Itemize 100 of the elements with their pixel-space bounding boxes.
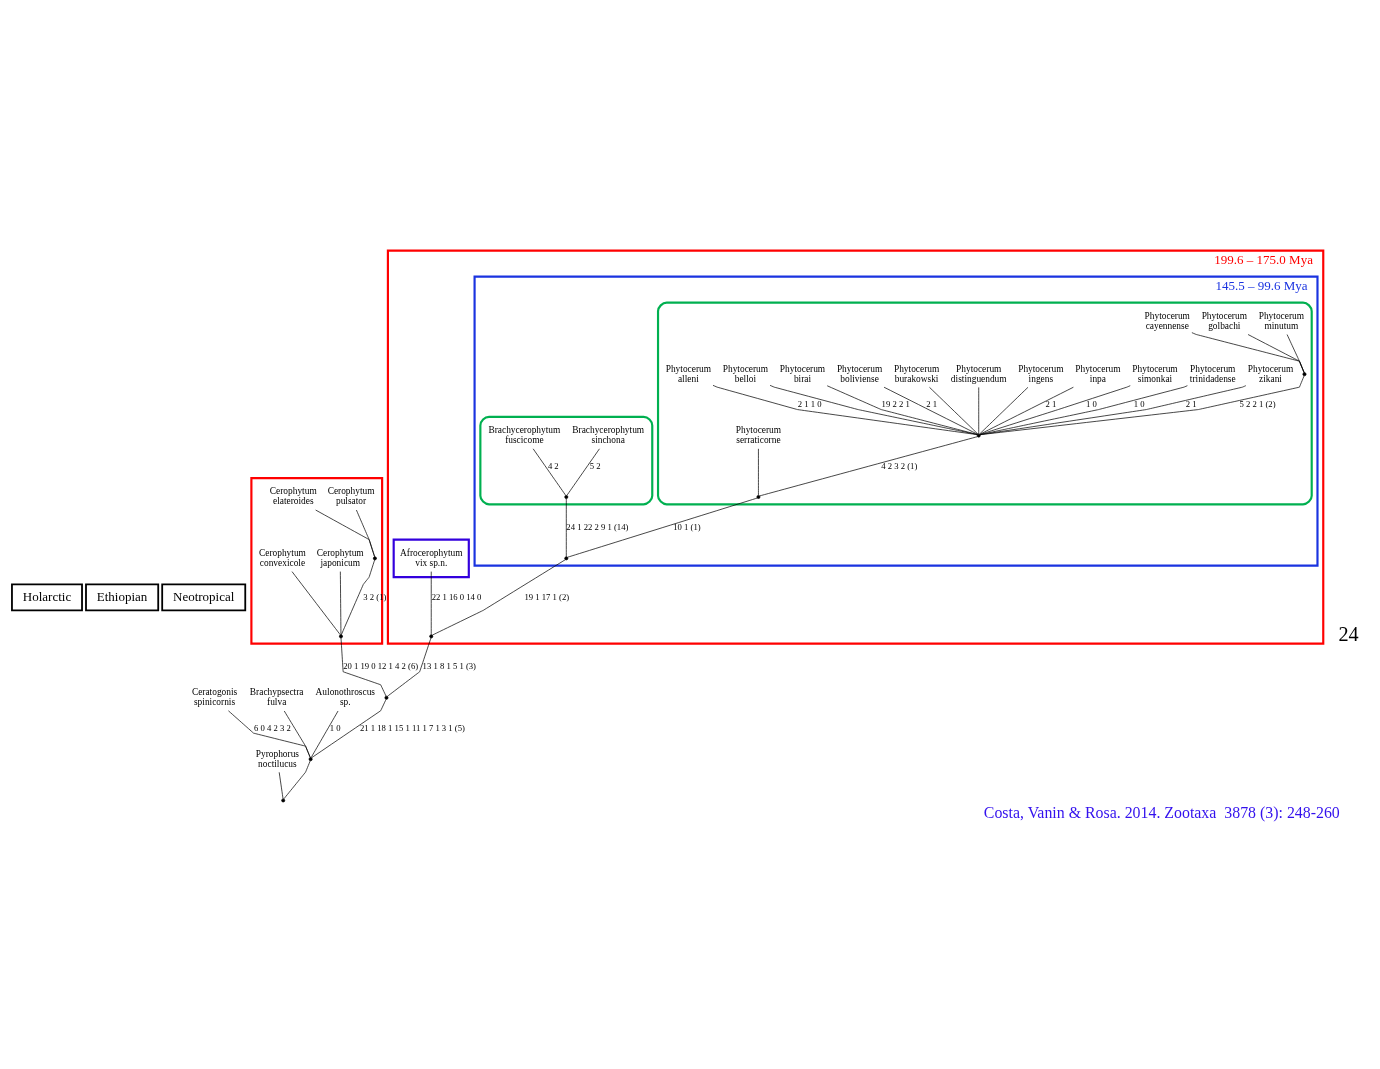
- edge-label: 2 1: [1045, 398, 1057, 409]
- node-point: [756, 494, 761, 499]
- cluster: [250, 476, 384, 645]
- node-text: Phytocerum inpa: [1075, 363, 1121, 384]
- node-text: Phytocerum alleni: [665, 363, 712, 384]
- node-point: [384, 695, 389, 700]
- node-text: Phytocerum golbachi: [1201, 310, 1247, 331]
- caption: Costa, Vanin & Rosa. 2014. Zootaxa 3878 (3): 248-260: [983, 803, 1340, 821]
- connector: [929, 386, 979, 435]
- connector: [979, 374, 1305, 435]
- node-point: [564, 555, 569, 560]
- node-text: Phytocerum belloi: [722, 363, 769, 384]
- node-text: Phytocerum cayennense: [1144, 310, 1190, 331]
- node-text: Pyrophorus noctilucus: [255, 748, 300, 769]
- node-point: [281, 798, 286, 802]
- connector: [340, 570, 342, 635]
- edge-label: 5 2 2 1 (2): [1239, 398, 1276, 409]
- connector: [979, 386, 1029, 435]
- node-text: Brachypsectra fulva: [249, 686, 304, 707]
- connector: [978, 386, 980, 434]
- node-point: [976, 433, 981, 437]
- connector: [228, 709, 311, 758]
- connector: [283, 759, 311, 799]
- connector: [759, 435, 978, 496]
- edge-label: 2 1: [926, 398, 938, 409]
- connector: [356, 509, 375, 557]
- node-point: [339, 633, 343, 638]
- node-box: Ethiopian: [85, 582, 160, 611]
- node-text: Cerophytum japonicum: [316, 547, 364, 568]
- node-point: [373, 555, 377, 560]
- node-text: Brachycerophytum sinchona: [572, 424, 645, 445]
- node-text: Afrocerophytum vix sp.n.: [400, 547, 463, 568]
- connector: [979, 384, 1188, 435]
- connector: [431, 558, 566, 635]
- cluster: [479, 415, 654, 505]
- edge-label: 19 2 2 1: [881, 398, 910, 409]
- edge-label: 5 2: [589, 460, 601, 471]
- connector: [283, 710, 311, 758]
- node-text: Phytocerum boliviense: [836, 363, 883, 384]
- connector: [532, 447, 567, 496]
- connector: [315, 509, 375, 557]
- node-point: [1302, 371, 1307, 376]
- connector: [769, 384, 978, 435]
- connector: [291, 570, 341, 635]
- node-text: Cerophytum elateroides: [269, 485, 317, 506]
- node-text: Phytocerum minutum: [1258, 310, 1305, 331]
- connector: [826, 384, 978, 435]
- connector: [386, 637, 432, 697]
- node-box: Holarctic: [11, 582, 83, 611]
- edge-label: 2 1: [1185, 398, 1197, 409]
- connector: [1191, 331, 1305, 373]
- node-text: Phytocerum burakowski: [893, 363, 940, 384]
- connector: [1247, 333, 1305, 373]
- connector: [758, 447, 759, 496]
- connector: [430, 570, 432, 635]
- node-text: Phytocerum distinguendum: [950, 363, 1007, 384]
- cluster: [392, 538, 470, 578]
- node-text: Ceratogonis spinicornis: [191, 686, 238, 707]
- node-text: Cerophytum pulsator: [327, 485, 375, 506]
- connector: [1286, 333, 1305, 373]
- edge-label: 1 0: [1133, 398, 1145, 409]
- cluster: [656, 301, 1313, 505]
- node-point: [429, 633, 434, 638]
- node-text: Brachycerophytum fuscicome: [488, 424, 561, 445]
- node-label: 145.5 – 99.6 Mya: [1215, 277, 1308, 293]
- edge-label: 21 1 18 1 15 1 11 1 7 1 3 1 (5): [359, 722, 465, 733]
- connector: [883, 386, 979, 435]
- node-point: [564, 494, 569, 499]
- connector: [565, 497, 567, 557]
- connector: [566, 447, 600, 496]
- node-text: Phytocerum serraticorne: [735, 424, 782, 445]
- connector: [341, 559, 375, 635]
- node-text: Phytocerum birai: [779, 363, 826, 384]
- node-point: [308, 756, 313, 761]
- node-text: Phytocerum zikani: [1247, 363, 1294, 384]
- edge-label: 13 1 8 1 5 1 (3): [422, 660, 476, 671]
- edge-label: 20 1 19 0 12 1 4 2 (6): [343, 660, 419, 671]
- connector: [310, 710, 339, 758]
- connector: [712, 384, 978, 435]
- edge-label: 19 1 17 1 (2): [524, 591, 570, 602]
- connector: [340, 637, 387, 697]
- edge-label: 4 2: [547, 460, 559, 471]
- edge-label: 22 1 16 0 14 0: [431, 591, 482, 602]
- label: 24: [1338, 622, 1359, 645]
- node-text: Phytocerum ingens: [1018, 363, 1064, 384]
- edge-label: 4 2 3 2 (1): [881, 460, 918, 471]
- cluster: [473, 275, 1319, 567]
- edge-label: 10 1 (1): [673, 521, 701, 532]
- node-box: Neotropical: [161, 582, 247, 611]
- node-text: Phytocerum simonkai: [1132, 363, 1178, 384]
- connector: [311, 698, 387, 758]
- edge-label: 1 0: [1085, 398, 1097, 409]
- connector: [979, 384, 1131, 435]
- edge-label: 1 0: [329, 722, 341, 733]
- node-text: Aulonothroscus sp.: [315, 686, 375, 707]
- connector: [979, 386, 1074, 435]
- connector: [979, 384, 1247, 435]
- cluster: [386, 249, 1325, 645]
- connector: [567, 497, 758, 558]
- edge-label: 6 0 4 2 3 2: [253, 722, 291, 733]
